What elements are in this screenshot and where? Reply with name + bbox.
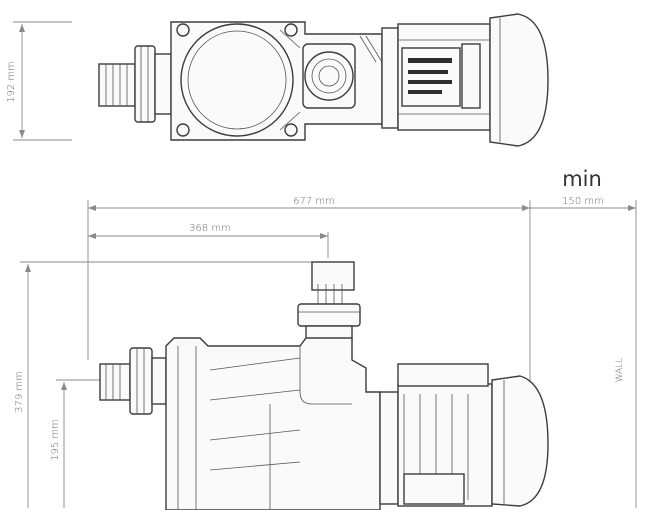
inlet-outlet-dimension: 368 mm <box>88 223 329 258</box>
overall-height-label: 379 mm <box>14 371 25 413</box>
top-view: 192 mm <box>6 13 549 147</box>
top-motor <box>381 13 549 147</box>
inlet-height-label: 195 mm <box>50 419 61 461</box>
top-outlet-union <box>302 35 383 109</box>
wall-clearance-label: 150 mm <box>562 196 604 207</box>
side-outlet-fitting <box>297 261 361 341</box>
top-width-dimension: 192 mm <box>6 21 72 141</box>
inlet-outlet-label: 368 mm <box>189 223 231 234</box>
overall-length-dimension: 677 mm <box>87 196 531 392</box>
min-label: min <box>562 167 602 191</box>
wall-label: WALL <box>615 358 625 383</box>
wall-clearance-dimension: 150 mm <box>530 196 636 211</box>
side-view-dimensions: min 677 mm 150 mm 368 mm <box>14 167 637 508</box>
overall-length-label: 677 mm <box>293 196 335 207</box>
side-motor <box>379 363 549 507</box>
side-housing <box>165 337 381 510</box>
top-inlet-fitting <box>98 45 172 123</box>
top-width-label: 192 mm <box>6 61 17 103</box>
side-view-pump <box>99 261 549 510</box>
wall-line: WALL <box>615 200 637 508</box>
side-inlet-fitting <box>99 347 167 415</box>
overall-height-dimension: 379 mm <box>14 261 318 508</box>
